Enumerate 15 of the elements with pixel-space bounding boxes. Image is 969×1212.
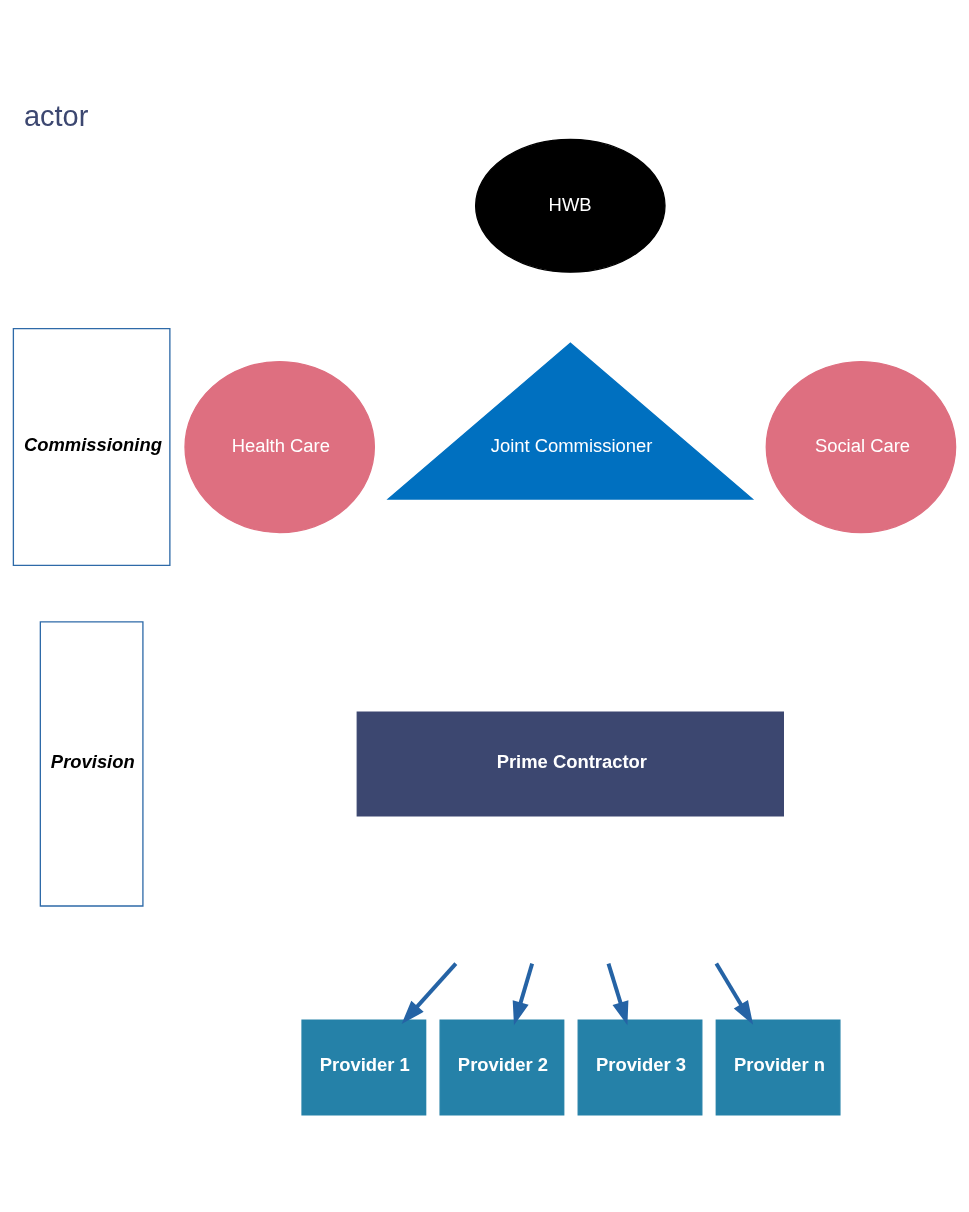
arrow	[401, 962, 458, 1024]
arrow	[606, 963, 629, 1026]
node-box: Prime Contractor	[356, 711, 784, 817]
node-circle: Health Care	[184, 360, 376, 534]
node-box: Provision	[39, 621, 144, 907]
arrow	[714, 962, 754, 1025]
node-box: Provider n	[715, 1019, 841, 1116]
arrow	[512, 963, 535, 1026]
diagram-title: actor	[23, 99, 89, 132]
node-box: Provider 3	[577, 1019, 703, 1116]
node-box: Provider 2	[439, 1019, 565, 1116]
node-box: Provider 1	[301, 1019, 427, 1116]
node-ellipse: HWB	[474, 138, 666, 273]
node-box: Commissioning	[12, 328, 171, 567]
node-circle: Social Care	[765, 360, 957, 534]
